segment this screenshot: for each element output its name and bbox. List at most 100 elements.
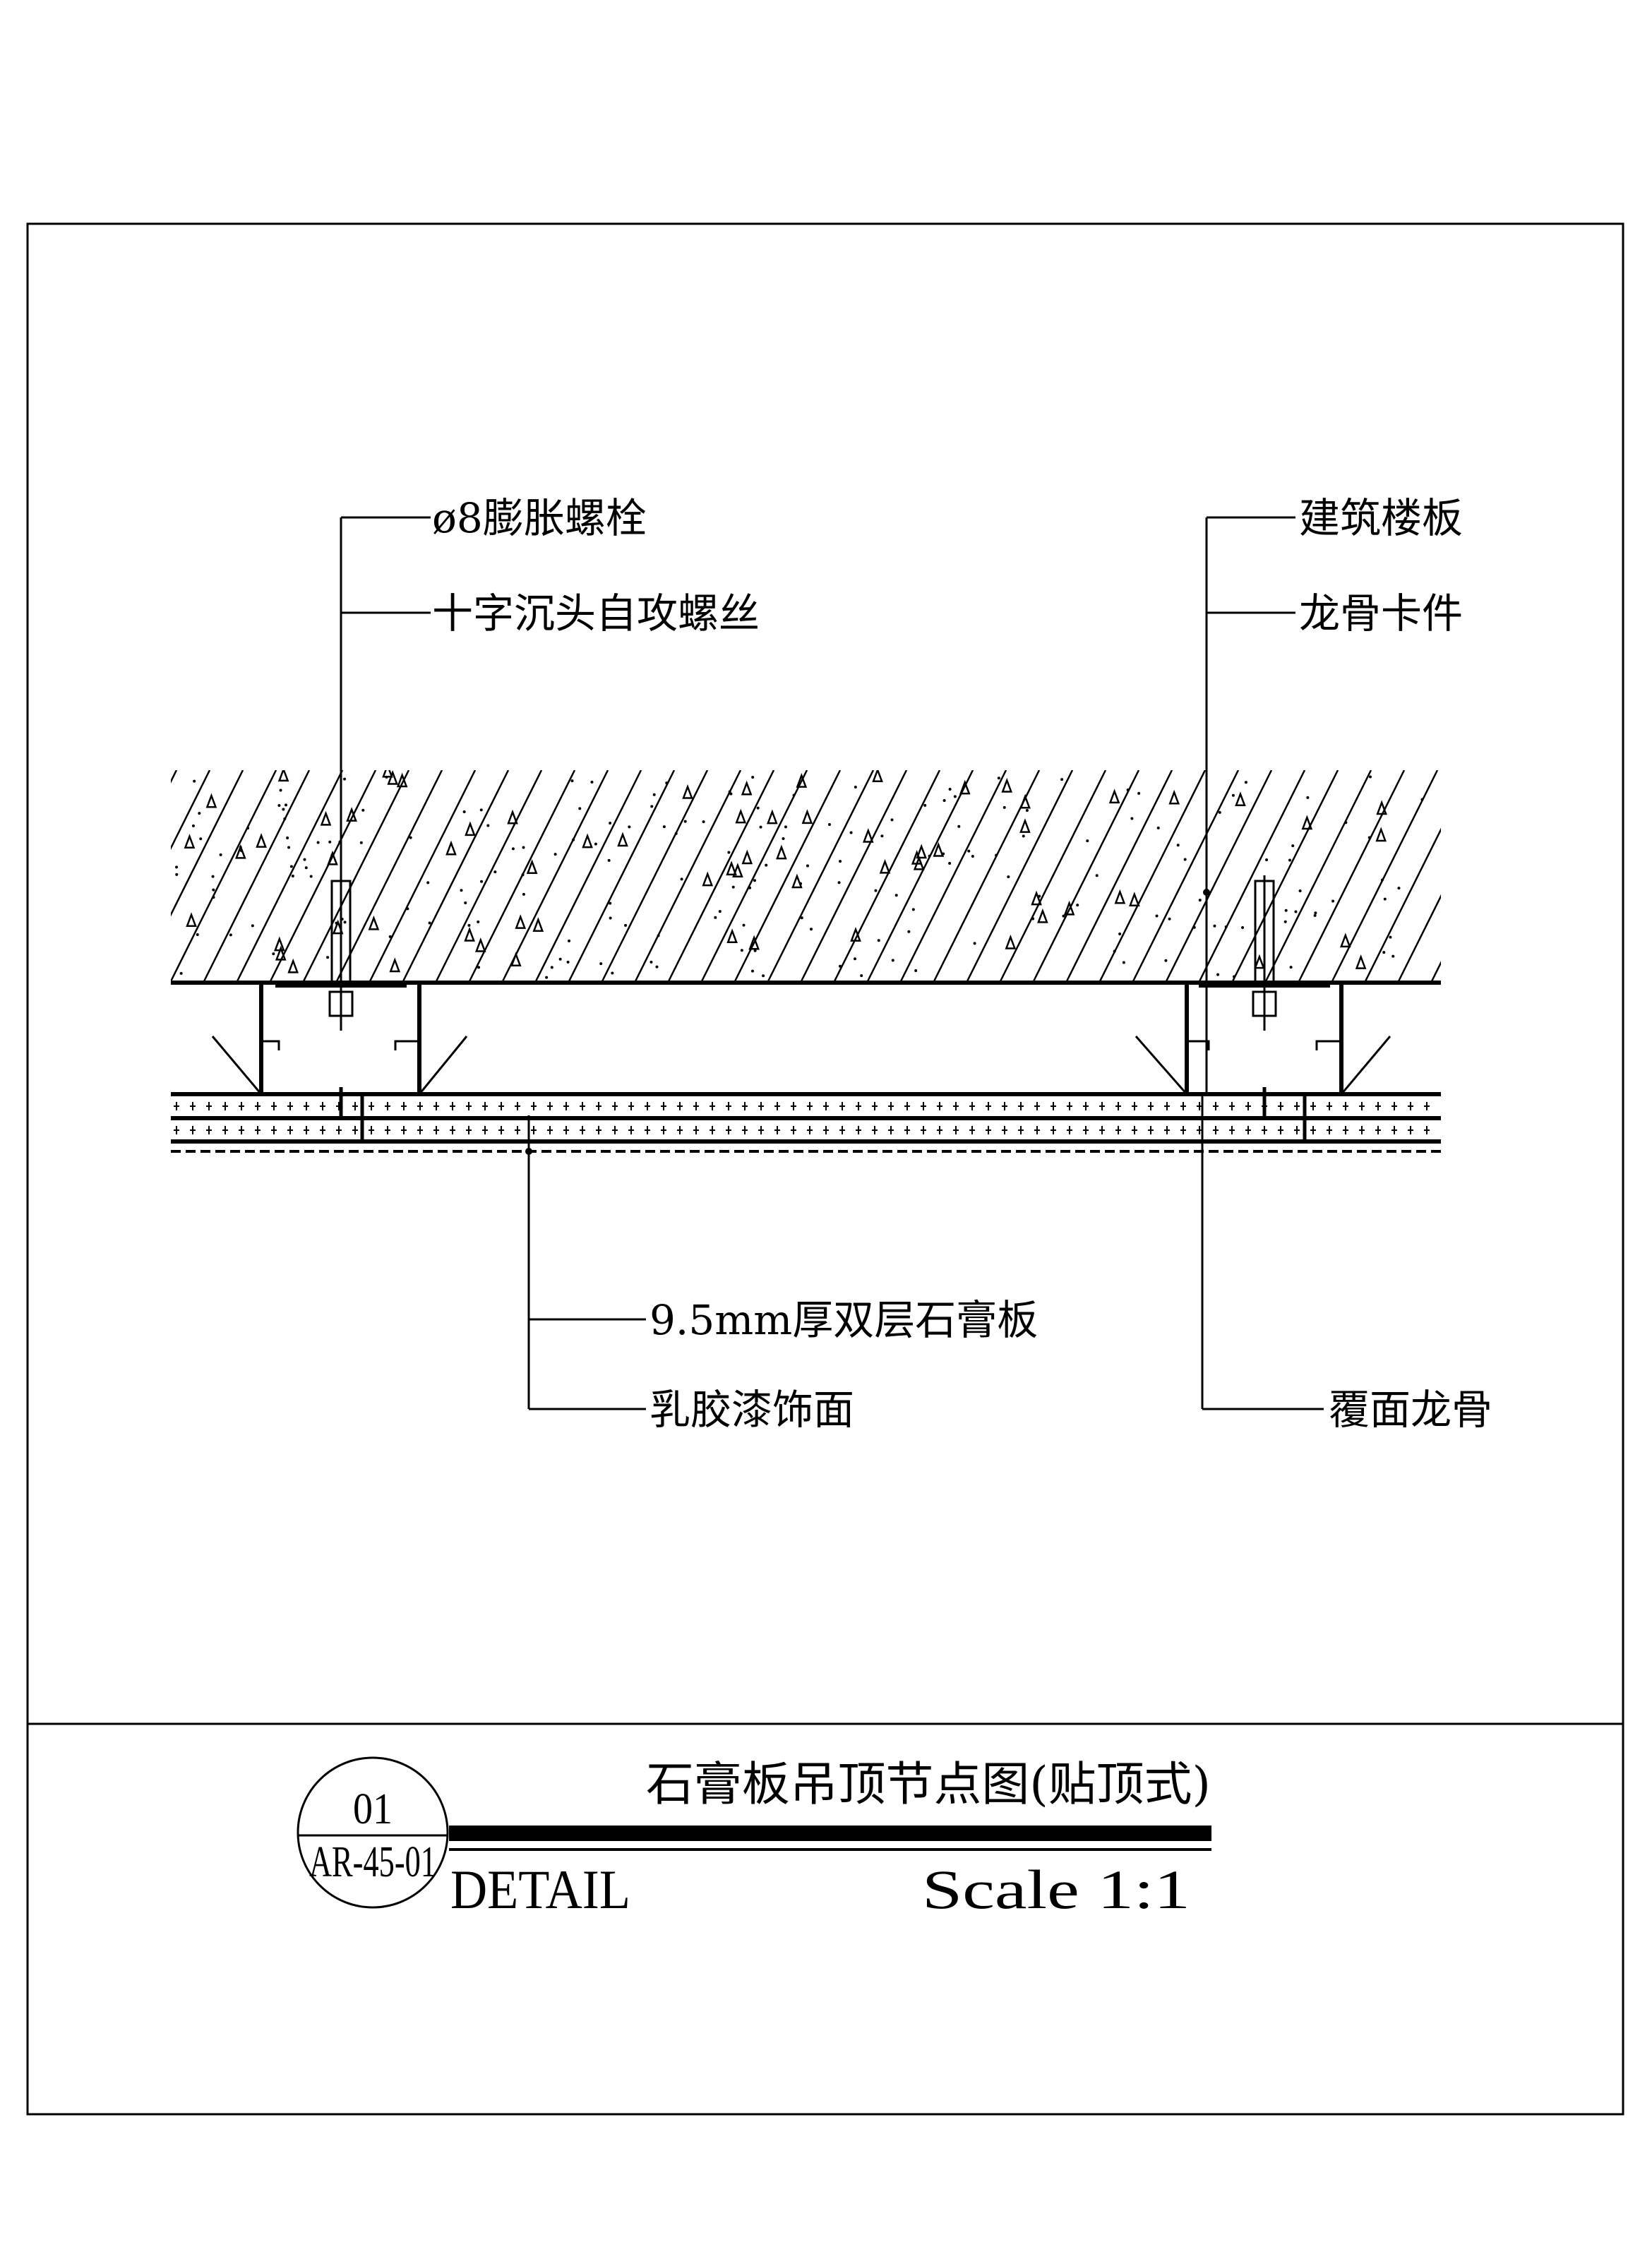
- board-mark: [1083, 1102, 1089, 1110]
- aggregate-dot: [650, 960, 653, 964]
- aggregate-dot: [1031, 917, 1035, 921]
- aggregate-dot: [1086, 839, 1089, 843]
- aggregate-dot: [837, 881, 841, 885]
- aggregate-dot: [1383, 897, 1387, 901]
- aggregate-dot: [1331, 899, 1335, 903]
- board-mark: [1213, 1126, 1219, 1134]
- hatch-line: [1531, 770, 1636, 983]
- label-building-slab: 建筑楼板: [1299, 494, 1463, 542]
- aggregate-mark: [1235, 791, 1246, 807]
- board-mark: [1359, 1126, 1365, 1134]
- aggregate-mark: [682, 784, 693, 799]
- board-mark: [450, 1102, 455, 1110]
- board-mark: [271, 1126, 277, 1134]
- board-mark: [352, 1126, 358, 1134]
- board-mark: [531, 1126, 537, 1134]
- board-mark: [1099, 1126, 1105, 1134]
- board-mark: [1310, 1126, 1316, 1134]
- aggregate-dot: [607, 858, 611, 862]
- board-mark: [174, 1102, 179, 1110]
- aggregate-dot: [880, 834, 884, 838]
- board-mark: [953, 1126, 959, 1134]
- aggregate-dot: [1213, 924, 1216, 928]
- aggregate-dot: [590, 780, 594, 784]
- board-mark: [1034, 1102, 1040, 1110]
- hatch-line: [501, 770, 609, 983]
- board-mark: [710, 1102, 715, 1110]
- hatch-line: [1497, 770, 1603, 983]
- aggregate-mark: [389, 957, 401, 973]
- board-mark: [1343, 1102, 1348, 1110]
- keel-right: [1135, 983, 1391, 1096]
- board-mark: [304, 1102, 309, 1110]
- aggregate-dot: [911, 908, 915, 911]
- hatch-line: [998, 770, 1107, 983]
- board-mark: [1294, 1102, 1300, 1110]
- aggregate-mark: [320, 810, 332, 826]
- aggregate-dot: [973, 942, 976, 945]
- aggregate-dot: [1060, 778, 1064, 781]
- hatch-line: [335, 770, 443, 983]
- board-mark: [401, 1126, 407, 1134]
- aggregate-dot: [477, 920, 480, 923]
- aggregate-dot: [1076, 904, 1079, 907]
- aggregate-dot: [409, 836, 412, 839]
- aggregate-dot: [657, 934, 660, 937]
- aggregate-dot: [849, 831, 853, 834]
- aggregate-dot: [748, 886, 752, 889]
- board-mark: [1327, 1126, 1332, 1134]
- aggregate-dot: [750, 969, 754, 973]
- aggregate-dot: [995, 853, 998, 857]
- hatch-line: [368, 770, 477, 983]
- aggregate-dot: [891, 959, 894, 962]
- board-mark: [661, 1102, 666, 1110]
- board-mark: [580, 1126, 585, 1134]
- label-cover-keel: 覆面龙骨: [1329, 1386, 1492, 1434]
- board-mark: [1164, 1102, 1170, 1110]
- aggregate-dot: [967, 849, 971, 853]
- board-mark: [369, 1126, 374, 1134]
- expansion-bolt-left: [275, 875, 407, 1031]
- aggregate-mark: [1063, 900, 1075, 916]
- aggregate-dot: [462, 810, 466, 813]
- aggregate-dot: [1288, 858, 1291, 862]
- aggregate-dot: [1233, 975, 1236, 978]
- board-mark: [872, 1126, 878, 1134]
- board-mark: [1245, 1126, 1251, 1134]
- aggregate-dot: [277, 803, 281, 807]
- aggregate-dot: [1218, 810, 1221, 814]
- hatch-line: [202, 770, 311, 983]
- aggregate-mark: [791, 873, 803, 889]
- aggregate-mark: [1375, 827, 1387, 842]
- board-mark: [433, 1126, 439, 1134]
- board-mark: [1424, 1126, 1430, 1134]
- hatch-line: [534, 770, 642, 983]
- aggregate-dot: [291, 875, 294, 878]
- aggregate-dot: [229, 933, 232, 937]
- aggregate-dot: [211, 875, 215, 878]
- hatch-line: [600, 770, 709, 983]
- aggregate-mark: [735, 808, 747, 824]
- board-mark: [726, 1102, 731, 1110]
- aggregate-mark: [1005, 934, 1017, 949]
- board-mark: [677, 1102, 683, 1110]
- board-mark: [255, 1102, 261, 1110]
- aggregate-dot: [1118, 932, 1122, 935]
- board-mark: [1229, 1126, 1235, 1134]
- aggregate-dot: [1022, 834, 1025, 838]
- aggregate-dot: [1007, 875, 1010, 879]
- board-mark: [239, 1126, 244, 1134]
- aggregate-dot: [731, 885, 735, 889]
- board-mark: [986, 1102, 991, 1110]
- hatch-line: [567, 770, 676, 983]
- board-mark: [385, 1102, 390, 1110]
- board-mark: [628, 1126, 634, 1134]
- aggregate-dot: [1420, 798, 1424, 801]
- aggregate-dot: [753, 949, 757, 952]
- board-mark: [304, 1126, 309, 1134]
- hatch-line: [832, 770, 941, 983]
- aggregate-dot: [572, 838, 575, 841]
- aggregate-dot: [1002, 805, 1006, 809]
- board-mark: [1408, 1126, 1413, 1134]
- aggregate-dot: [428, 921, 431, 925]
